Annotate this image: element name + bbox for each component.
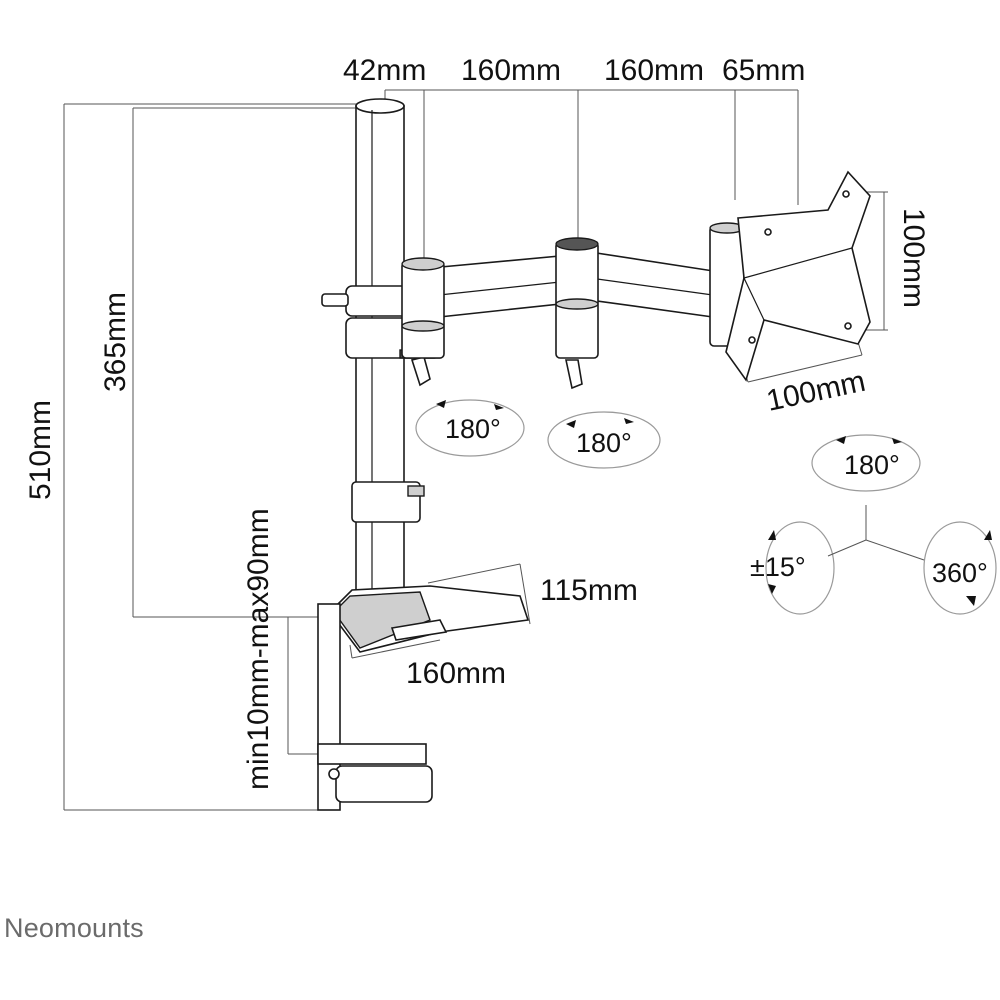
dim-base-width: 160mm [406,657,506,690]
dim-head-offset: 65mm [722,54,805,87]
rotation-head-rotate: 360° [932,558,988,588]
brand-logo: Neomounts [4,913,144,943]
dim-arm-height: 365mm [99,292,132,392]
desk-base [328,585,530,653]
desk-clamp [317,603,433,811]
rotation-indicators [415,399,997,615]
dim-total-height: 510mm [24,400,57,500]
dim-vesa-width: 100mm [764,365,869,418]
dim-base-depth: 115mm [540,574,638,607]
arm-segment-2 [555,237,721,390]
dimension-lines [63,89,888,811]
rotation-head-tilt: ±15° [750,552,806,582]
vesa-head [709,170,871,382]
dim-arm-segment-1: 160mm [461,54,561,87]
arm-segment-1 [401,255,561,359]
rotation-arm-joint-1: 180° [445,414,501,444]
rotation-arm-joint-2: 180° [576,428,632,458]
dim-arm-segment-2: 160mm [604,54,704,87]
dim-vesa-height: 100mm [897,208,930,308]
dim-top-offset: 42mm [343,54,426,87]
dim-desk-thickness: min10mm-max90mm [242,508,275,790]
rotation-head-swivel: 180° [844,450,900,480]
